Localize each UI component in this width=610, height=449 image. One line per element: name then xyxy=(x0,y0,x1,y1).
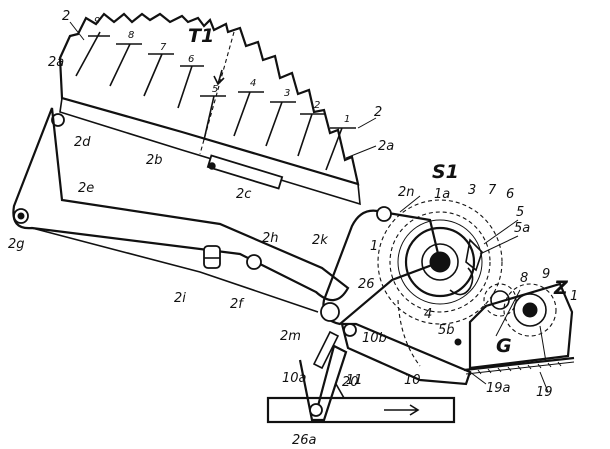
axis-arrow xyxy=(213,69,225,86)
label-2g: 2g xyxy=(8,237,25,252)
key-num-8: 8 xyxy=(128,30,134,41)
key-num-7: 7 xyxy=(160,42,167,53)
label-2-top: 2 xyxy=(62,9,70,24)
key-stems xyxy=(75,31,356,171)
guide-path xyxy=(397,299,421,367)
label-19a: 19a xyxy=(486,381,511,396)
key-num-6: 6 xyxy=(188,54,194,65)
spring-5b xyxy=(449,267,474,296)
label-2k: 2k xyxy=(312,233,328,248)
key-num-1: 1 xyxy=(344,114,350,125)
sector-2k xyxy=(322,209,442,326)
key-bar-lower-edge xyxy=(59,97,361,206)
lower-levers xyxy=(298,322,472,422)
pawl-5 xyxy=(465,238,483,272)
label-9: 9 xyxy=(542,267,550,282)
label-8: 8 xyxy=(520,271,528,286)
ring-6 xyxy=(397,219,483,305)
label-5a: 5a xyxy=(514,221,530,236)
gear-9 xyxy=(503,283,557,337)
label-2b: 2b xyxy=(146,153,163,168)
arm-2e xyxy=(12,107,350,302)
housing-divider xyxy=(539,325,547,363)
key-num-2: 2 xyxy=(314,100,320,111)
label-7: 7 xyxy=(488,183,497,198)
lever-10 xyxy=(340,322,472,386)
label-3: 3 xyxy=(468,183,476,198)
label-2c: 2c xyxy=(236,187,251,202)
label-5b: 5b xyxy=(438,323,455,338)
key-bank xyxy=(51,12,361,206)
label-2a-left: 2a xyxy=(48,55,64,70)
drum-mid-7 xyxy=(389,211,491,313)
label-2f: 2f xyxy=(230,297,245,312)
label-4: 4 xyxy=(424,307,432,322)
label-S1: S1 xyxy=(432,161,459,183)
slot-pin xyxy=(208,162,216,170)
label-G: G xyxy=(496,335,512,357)
drum-s1 xyxy=(377,199,503,367)
label-2-right: 2 xyxy=(374,105,382,120)
key-num-3: 3 xyxy=(284,88,290,99)
gear-train-z1 xyxy=(463,282,575,376)
arm-2f-lower xyxy=(31,227,319,313)
hub-1a xyxy=(421,243,459,281)
label-10: 10 xyxy=(404,373,421,388)
label-6: 6 xyxy=(506,187,514,202)
label-T1: T1 xyxy=(188,25,214,47)
drum-outer-3 xyxy=(377,199,503,325)
pusher-26 xyxy=(298,344,348,422)
link-10a xyxy=(312,330,340,370)
gear-8 xyxy=(483,283,517,317)
label-2h: 2h xyxy=(262,231,279,246)
slide-20 xyxy=(266,396,456,424)
label-Z1-sub: 1 xyxy=(570,289,578,304)
label-2n: 2n xyxy=(398,185,415,200)
key-bar-2b xyxy=(58,12,360,186)
key-num-4: 4 xyxy=(250,78,256,89)
key-num-5: 5 xyxy=(212,84,218,95)
label-26: 26 xyxy=(358,277,375,292)
label-1: 1 xyxy=(370,239,378,254)
label-2a-right: 2a xyxy=(378,139,394,154)
label-19: 19 xyxy=(536,385,553,400)
label-26a: 26a xyxy=(292,433,317,448)
label-2m: 2m xyxy=(280,329,301,344)
label-Z1: Z xyxy=(553,277,569,299)
lever-arm xyxy=(12,107,350,313)
label-2d: 2d xyxy=(74,135,91,150)
ring-1 xyxy=(404,226,476,298)
roller-26a xyxy=(309,403,323,417)
label-11: 11 xyxy=(346,373,363,388)
label-2i: 2i xyxy=(174,291,186,306)
label-2e: 2e xyxy=(78,181,94,196)
key-num-9: 9 xyxy=(94,16,100,27)
link-2i xyxy=(203,245,221,269)
spring-11 xyxy=(335,383,345,399)
leader-lines xyxy=(69,21,549,393)
label-1a: 1a xyxy=(434,187,450,202)
pin-2m xyxy=(320,302,340,322)
slot-2c xyxy=(206,154,284,190)
direction-arrow xyxy=(384,404,420,416)
label-10a: 10a xyxy=(282,371,307,386)
pivot-2n xyxy=(376,206,392,222)
housing-g xyxy=(468,282,574,370)
pivot-2h xyxy=(246,254,262,270)
base-19 xyxy=(463,356,575,372)
hinge-2d xyxy=(51,113,65,127)
sector-lever xyxy=(320,206,442,326)
pivot-10b xyxy=(343,323,357,337)
label-10b: 10b xyxy=(362,331,387,346)
axle xyxy=(429,251,451,273)
axis-line xyxy=(199,31,235,155)
label-20: 20 xyxy=(342,375,359,390)
label-5: 5 xyxy=(516,205,524,220)
